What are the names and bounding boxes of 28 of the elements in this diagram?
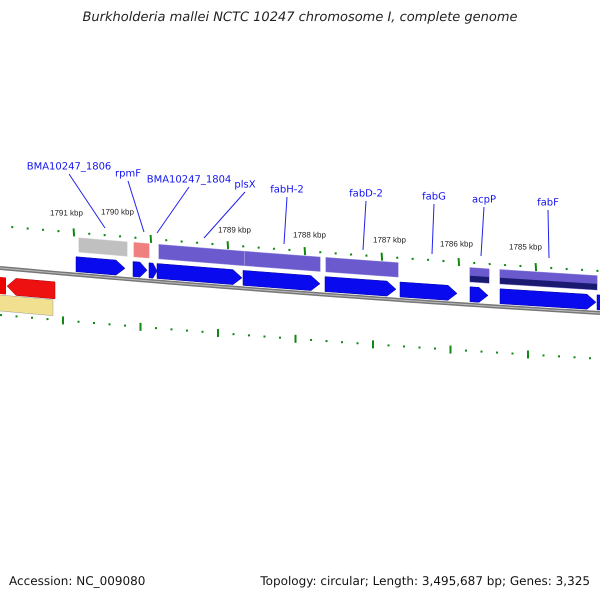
gene-label: fabH-2: [270, 184, 304, 196]
position-label: 1785 kbp: [509, 242, 542, 252]
position-label: 1791 kbp: [50, 208, 83, 218]
leader-line: [432, 204, 434, 254]
leader-line: [204, 192, 246, 238]
title: Burkholderia mallei NCTC 10247 chromosome I, complete genome: [81, 10, 519, 25]
gene-label: acpP: [472, 194, 496, 206]
leader-line: [284, 196, 288, 244]
position-label: 1786 kbp: [440, 240, 473, 248]
gene-label: BMA10247_1804: [146, 174, 232, 186]
position-label: 1787 kbp: [373, 236, 406, 244]
leader-line: [362, 200, 366, 250]
gene-label: plsX: [234, 180, 256, 190]
leader-line: [548, 210, 550, 258]
gene-label: BMA10247_1806: [26, 162, 112, 172]
gene-label: fabG: [422, 192, 446, 202]
leader-line: [68, 174, 106, 228]
leader-line: [156, 186, 190, 234]
gene-label: rpmF: [115, 168, 141, 180]
position-label: 1789 kbp: [218, 226, 251, 234]
gene-label: fabD-2: [349, 188, 383, 200]
accession-text: Accession: NC_009080: [9, 574, 146, 588]
gene-label: fabF: [537, 198, 559, 208]
position-label: 1788 kbp: [293, 230, 326, 240]
leader-line: [480, 206, 484, 256]
genome-summary-text: Topology: circular; Length: 3,495,687 bp; Genes: 3,325: [260, 574, 590, 588]
position-label: 1790 kbp: [101, 208, 134, 216]
leader-line: [128, 180, 144, 232]
